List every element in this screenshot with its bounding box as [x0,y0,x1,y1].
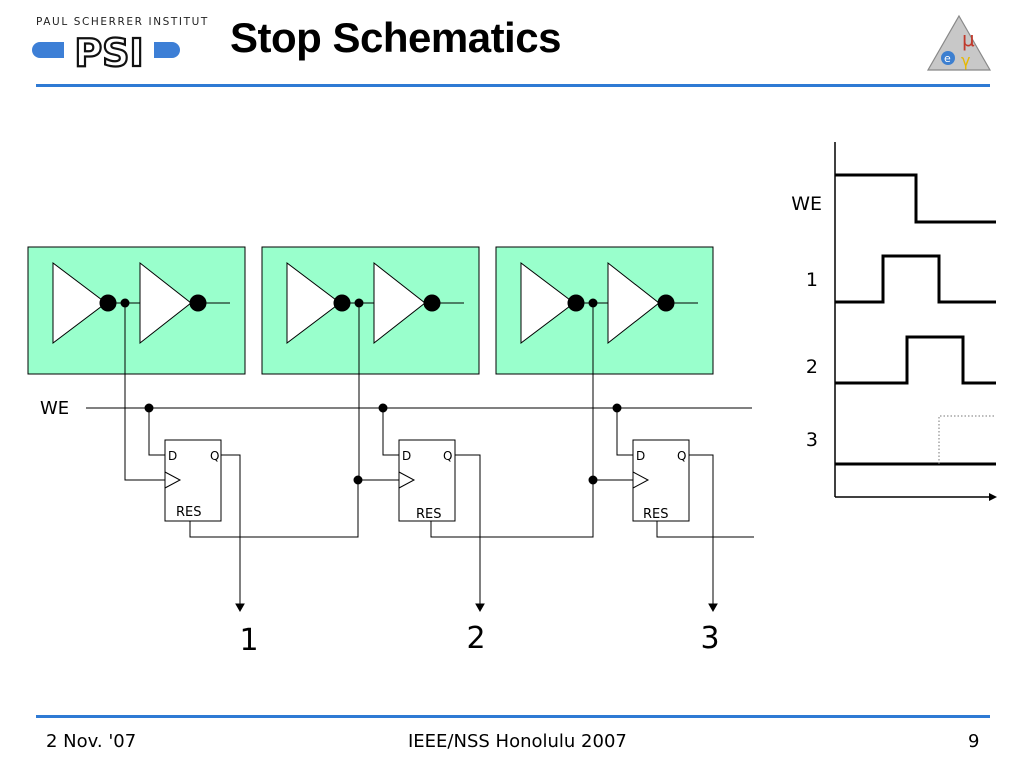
top-rule [36,84,990,87]
output-label-2: 2 [466,621,485,656]
timing-diagram [834,142,997,501]
footer-page-number: 9 [968,731,980,752]
ff1-q-label: Q [210,449,219,463]
output-label-1: 1 [239,623,258,658]
timing-trace-2 [835,335,996,385]
org-name: PAUL SCHERRER INSTITUT [36,16,209,28]
ff1-d-label: D [168,449,177,463]
inverter-3a [520,261,575,345]
inverter-2a [286,261,341,345]
flipflop-3 [632,439,690,522]
inverter-1a [52,261,107,345]
timing-label-1: 1 [806,269,818,291]
we-label: WE [40,398,69,419]
psi-logo: PSI [32,30,180,74]
emblem-e: e [944,52,951,65]
psi-logo-text: PSI [74,31,143,74]
timing-label-3: 3 [806,429,818,451]
bottom-rule [36,715,990,718]
ff2-d-label: D [402,449,411,463]
ff1-res-label: RES [176,505,202,520]
emblem-mu: μ [962,27,975,51]
flipflop-1 [164,439,222,522]
ff3-q-label: Q [677,449,686,463]
emblem-gamma: γ [961,51,970,70]
output-label-3: 3 [700,621,719,656]
ff3-res-label: RES [643,507,669,522]
lab-emblem: μ e γ [926,14,992,71]
flipflop-2 [398,439,456,522]
stop-schematic-diagram: WE D Q RES D Q RES D Q RES 1 2 3 WE 1 2 … [27,142,997,658]
inverter-3b [607,261,660,345]
timing-trace-we [835,173,996,224]
inverter-1b [139,261,192,345]
inverter-2b [373,261,426,345]
page-title: Stop Schematics [230,14,561,61]
footer-date: 2 Nov. '07 [46,731,137,752]
ff2-q-label: Q [443,449,452,463]
timing-label-we: WE [791,193,822,215]
timing-trace-1 [835,254,996,304]
timing-label-2: 2 [806,356,818,378]
timing-trace-3-dotted [938,415,996,464]
delay-cell-1 [27,246,246,375]
footer-conference: IEEE/NSS Honolulu 2007 [408,731,627,752]
ff3-d-label: D [636,449,645,463]
ff2-res-label: RES [416,507,442,522]
